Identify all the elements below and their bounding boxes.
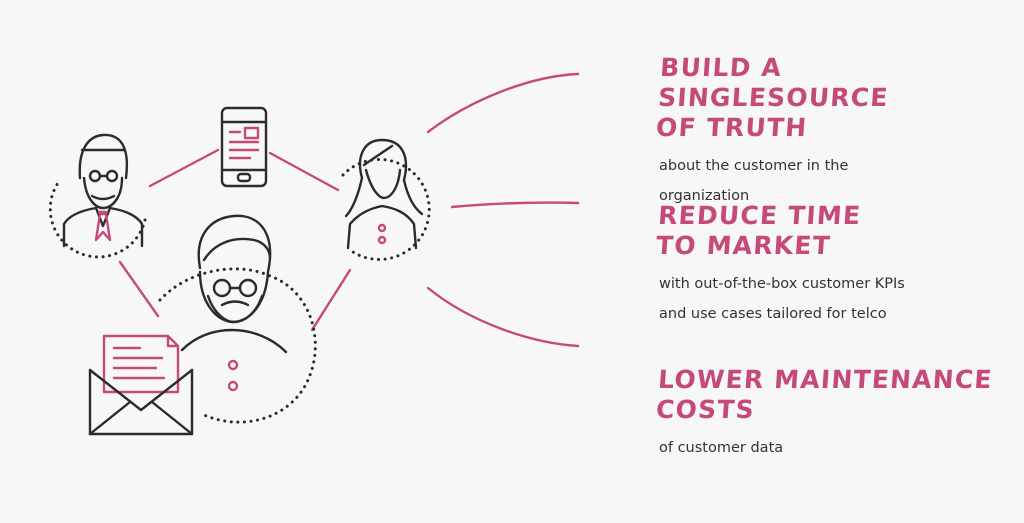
envelope-letter-icon [88,334,194,436]
smartphone-icon [220,106,268,188]
connector-lines [118,148,352,332]
benefit-time-to-market: REDUCE TIME TO MARKET with out-of-the-bo… [655,201,1015,329]
woman-icon [341,138,431,261]
man-glasses-tie-icon [48,133,147,259]
benefit-single-source: BUILD A SINGLESOURCE OF TRUTH about the … [655,53,1015,211]
benefit-lower-maintenance: LOWER MAINTENANCE COSTS of customer data [655,365,1015,463]
benefit-description: with out-of-the-box customer KPIs and us… [659,276,905,322]
fan-lines [426,72,580,348]
benefit-title: REDUCE TIME TO MARKET [655,201,863,260]
benefit-title: LOWER MAINTENANCE COSTS [655,365,994,424]
benefit-title: BUILD A SINGLESOURCE OF TRUTH [655,53,890,142]
benefit-description: about the customer in the organization [659,158,849,204]
benefit-description: of customer data [659,440,784,456]
bearded-man-icon [158,214,317,424]
